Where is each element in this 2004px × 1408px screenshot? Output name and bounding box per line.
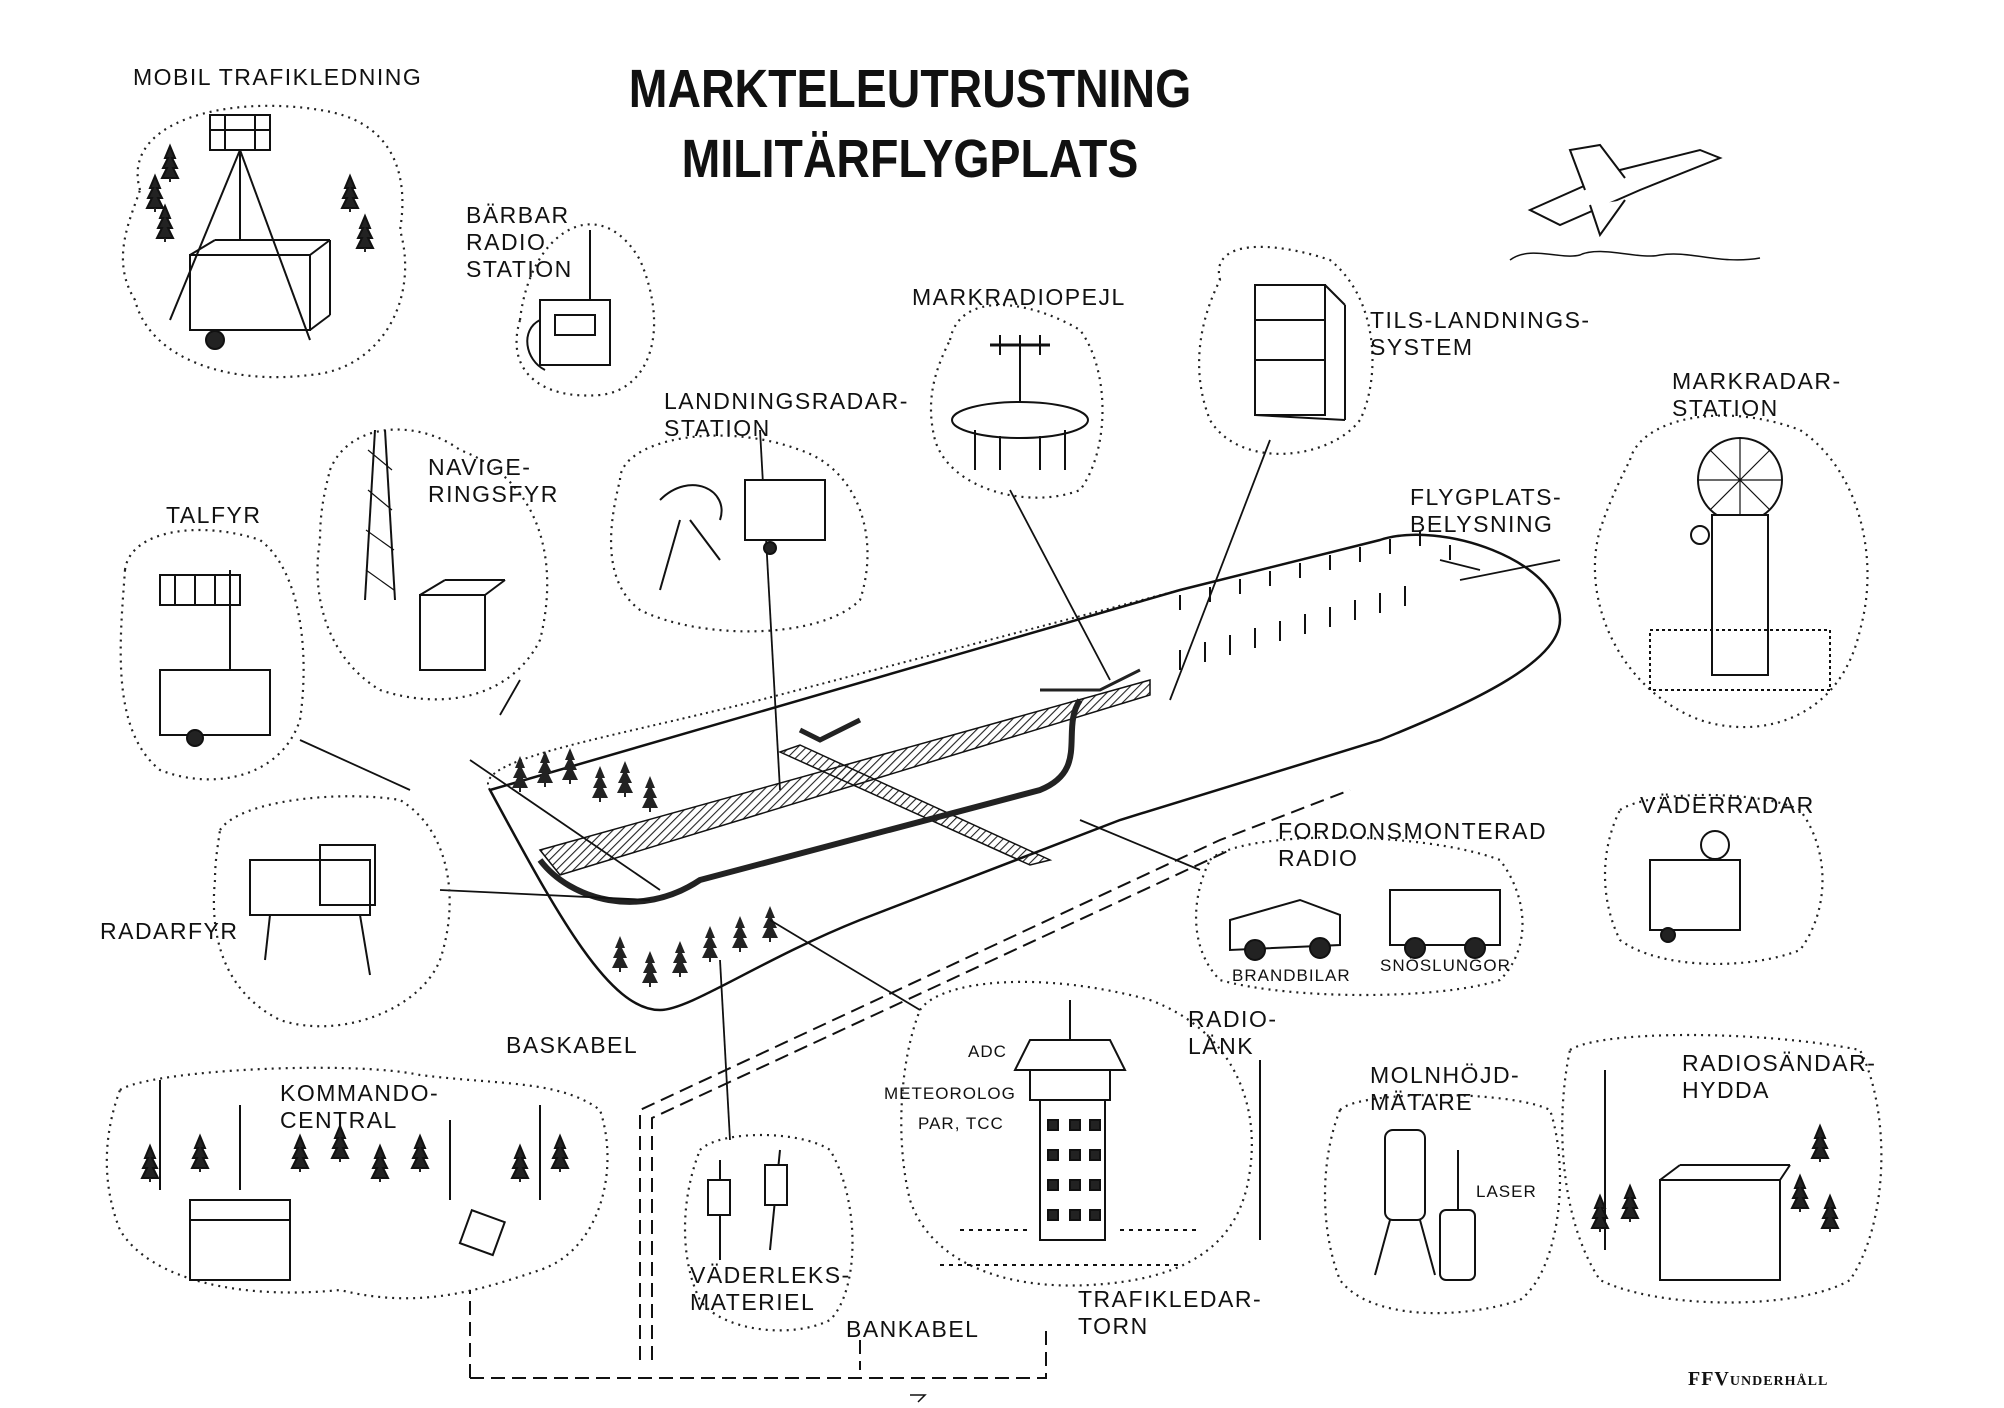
label-tils-landningssystem: TILS-LANDNINGS- SYSTEM bbox=[1370, 307, 1591, 360]
bubbles bbox=[105, 104, 1883, 1332]
label-kommandocentral: KOMMANDO- CENTRAL bbox=[280, 1080, 440, 1133]
label-navigeringsfyr: NAVIGE- RINGSFYR bbox=[428, 454, 559, 507]
ffv-logo-sub: UNDERHÅLL bbox=[1729, 1374, 1829, 1389]
label-laser: LASER bbox=[1476, 1182, 1537, 1201]
label-mobil-trafikledning: MOBIL TRAFIKLEDNING bbox=[133, 64, 423, 90]
radar-beacon-illustration bbox=[249, 844, 376, 976]
label-par-tcc: PAR, TCC bbox=[918, 1114, 1004, 1133]
label-baskabel: BASKABEL bbox=[506, 1032, 639, 1058]
label-snoslungor: SNÖSLUNGOR bbox=[1380, 956, 1511, 975]
airfield bbox=[487, 531, 1562, 1012]
vehicle-radio-illustration bbox=[1229, 889, 1501, 961]
label-vaderleksmateriel: VÄDERLEKS- MATERIEL bbox=[690, 1262, 851, 1315]
label-brandbilar: BRANDBILAR bbox=[1232, 966, 1351, 985]
voice-beacon-illustration bbox=[159, 570, 271, 747]
label-radarfyr: RADARFYR bbox=[100, 918, 239, 944]
label-meteorolog: METEOROLOG bbox=[884, 1084, 1016, 1103]
equipment-illustrations bbox=[141, 114, 1839, 1281]
radar-dome-illustration bbox=[1649, 437, 1831, 691]
label-radiolank: RADIO- LÄNK bbox=[1188, 1006, 1278, 1059]
ceilometer-illustration bbox=[1374, 1129, 1476, 1281]
weather-radar-illustration bbox=[1649, 830, 1741, 943]
cables bbox=[469, 789, 1351, 1403]
label-molnhojdmatare: MOLNHÖJD- MÄTARE bbox=[1370, 1062, 1521, 1115]
label-flygplatsbelysning: FLYGPLATS- BELYSNING bbox=[1410, 484, 1563, 537]
transmitter-hut-illustration bbox=[1604, 1070, 1791, 1281]
label-barbar-radio-station: BÄRBAR RADIO STATION bbox=[466, 202, 573, 282]
portable-radio-illustration bbox=[526, 230, 611, 371]
ground-df-illustration bbox=[951, 335, 1089, 470]
title-line-2: MILITÄRFLYGPLATS bbox=[681, 129, 1139, 189]
control-tower-illustration bbox=[940, 1000, 1261, 1266]
label-fordonsmonterad-radio: FORDONSMONTERAD RADIO bbox=[1278, 818, 1548, 871]
ils-cabinet-illustration bbox=[1254, 284, 1346, 421]
label-landningsradarstation: LANDNINGSRADAR- STATION bbox=[664, 388, 909, 441]
ffv-logo-brand: FFV bbox=[1688, 1368, 1730, 1390]
label-vaderradar: VÄDERRADAR bbox=[1640, 792, 1815, 818]
label-talfyr: TALFYR bbox=[166, 502, 262, 528]
weather-instruments-illustration bbox=[707, 1149, 788, 1260]
label-markradarstation: MARKRADAR- STATION bbox=[1672, 368, 1842, 421]
label-adc: ADC bbox=[968, 1042, 1007, 1061]
label-markradiopejl: MARKRADIOPEJL bbox=[912, 284, 1126, 310]
label-bankabel: BANKABEL bbox=[846, 1316, 980, 1342]
fighter-jet-illustration bbox=[1509, 143, 1761, 261]
mobile-atc-trailer-illustration bbox=[169, 114, 331, 350]
label-radiosandarhydda: RADIOSÄNDAR- HYDDA bbox=[1682, 1050, 1877, 1103]
title-line-1: MARKTELEUTRUSTNING bbox=[628, 59, 1192, 119]
landing-radar-illustration bbox=[659, 479, 826, 591]
command-center-illustration bbox=[159, 1080, 541, 1281]
ffv-logo: FFVUNDERHÅLL bbox=[1688, 1368, 1828, 1391]
label-trafikledartorn: TRAFIKLEDAR- TORN bbox=[1078, 1286, 1263, 1339]
nav-beacon-illustration bbox=[364, 429, 506, 671]
